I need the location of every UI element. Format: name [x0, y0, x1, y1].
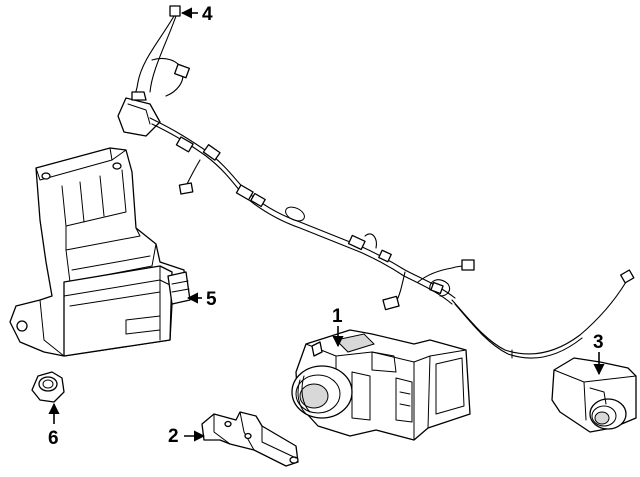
wiring-harness: [117, 5, 635, 359]
callout-label-1: 1: [332, 306, 343, 327]
callout-label-6: 6: [48, 428, 59, 449]
callout-label-4: 4: [202, 4, 213, 25]
retaining-nut: [31, 371, 65, 403]
callout-label-2: 2: [168, 426, 179, 447]
parking-sensor-main: [291, 329, 471, 441]
harness-top-connector: [169, 5, 181, 17]
sensor-bracket: [9, 147, 191, 357]
callout-5: 5: [186, 289, 217, 310]
callout-1: 1: [332, 306, 344, 348]
callout-label-3: 3: [593, 332, 604, 353]
callout-label-5: 5: [206, 289, 217, 310]
callout-2: 2: [168, 426, 206, 447]
callout-3: 3: [593, 332, 605, 376]
callout-6: 6: [48, 402, 60, 449]
sensor-retainer-bracket: [201, 411, 299, 467]
callout-4: 4: [180, 4, 213, 25]
parking-sensor-small: [551, 357, 637, 433]
